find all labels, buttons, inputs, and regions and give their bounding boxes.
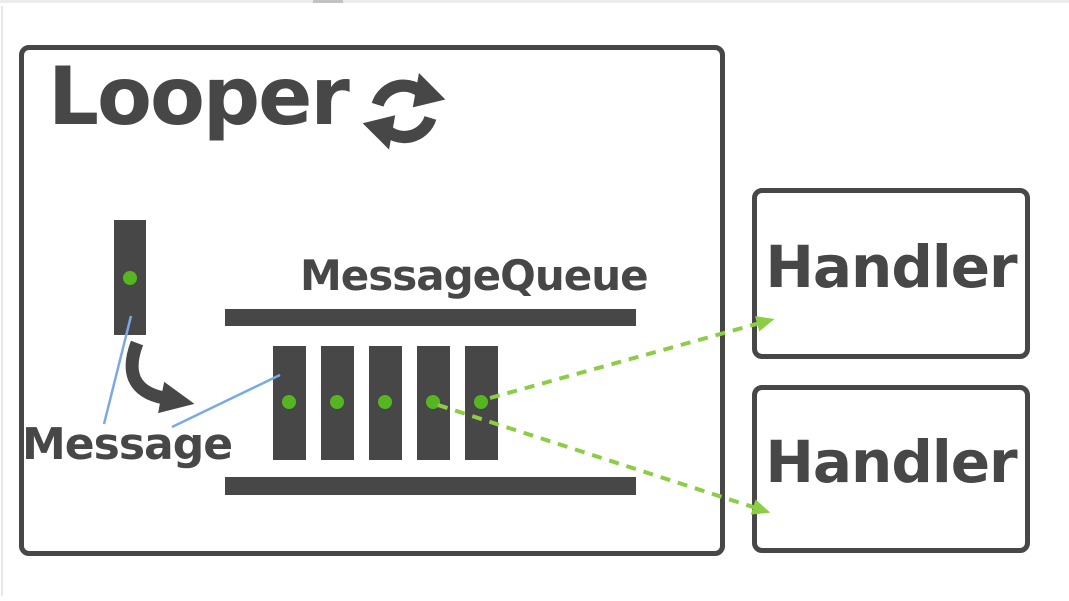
handler-box-1: Handler bbox=[752, 188, 1030, 359]
message-bar bbox=[114, 220, 146, 335]
queue-message-dot bbox=[330, 395, 344, 409]
queue-bottom-rail bbox=[225, 477, 636, 495]
queue-message-dot bbox=[282, 395, 296, 409]
queue-message-dot bbox=[426, 395, 440, 409]
handler-label-1: Handler bbox=[765, 232, 1017, 301]
top-edge-artifact-dark bbox=[313, 0, 343, 3]
queue-top-rail bbox=[225, 309, 636, 326]
top-edge-artifact bbox=[0, 0, 1069, 3]
looper-title: Looper bbox=[48, 50, 350, 143]
message-dot bbox=[123, 271, 137, 285]
refresh-icon bbox=[362, 73, 446, 150]
handler-label-2: Handler bbox=[765, 428, 1017, 496]
queue-message-bar bbox=[417, 346, 450, 460]
queue-message-bar bbox=[273, 346, 306, 460]
queue-message-bar bbox=[321, 346, 354, 460]
handler-box-2: Handler bbox=[752, 385, 1030, 553]
message-queue-label: MessageQueue bbox=[300, 251, 649, 300]
queue-message-bar bbox=[465, 346, 498, 460]
queue-message-dot bbox=[378, 395, 392, 409]
queue-message-dot bbox=[474, 395, 488, 409]
message-label: Message bbox=[22, 419, 233, 470]
left-edge-artifact bbox=[1, 6, 3, 596]
queue-message-bar bbox=[369, 346, 402, 460]
